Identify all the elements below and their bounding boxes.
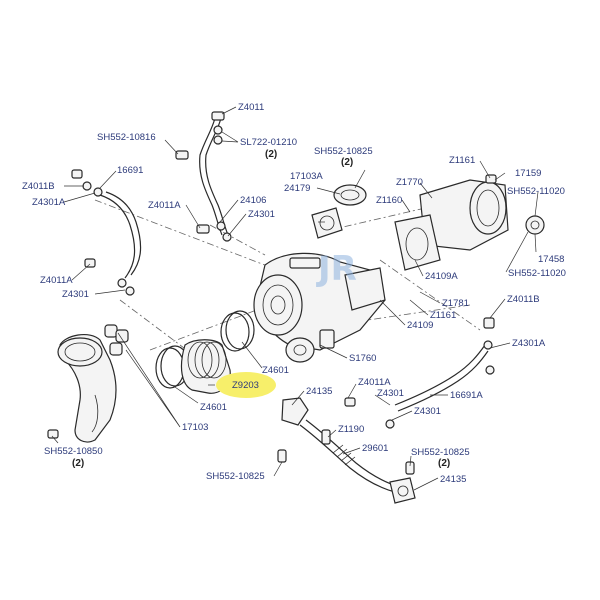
hose-and-clamps: [155, 310, 255, 394]
assembly-centerlines: [94, 199, 481, 361]
watermark-logo: JR: [316, 249, 357, 289]
label-z4301-low-a: Z4301: [377, 388, 404, 399]
label-17103: 17103: [182, 422, 208, 433]
lower-pipe-29601: [277, 397, 416, 504]
label-24135-a: 24135: [306, 386, 332, 397]
part-labels: Z4011 SH552-10816 SL722-01210 (2) SH552-…: [22, 102, 566, 485]
label-z1160: Z1160: [376, 195, 402, 206]
label-z4301-left: Z4301: [62, 289, 89, 300]
label-z4011a-mid: Z4011A: [148, 200, 181, 211]
label-z4011b-right: Z4011B: [507, 294, 540, 305]
label-24179: 24179: [284, 183, 310, 194]
label-z1190: Z1190: [338, 424, 364, 435]
label-24135-b: 24135: [440, 474, 466, 485]
label-z4601-a: Z4601: [262, 365, 289, 376]
label-sh552-11020-a: SH552-11020: [507, 186, 565, 197]
label-16691a: 16691A: [450, 390, 483, 401]
label-s1760: S1760: [349, 353, 376, 364]
label-sh552-10816: SH552-10816: [97, 132, 156, 143]
label-sh552-10825-c: SH552-10825: [206, 471, 265, 482]
label-17103a: 17103A: [290, 171, 323, 182]
label-z1161-top: Z1161: [449, 155, 475, 166]
label-z4301-low-b: Z4301: [414, 406, 441, 417]
label-z4301a-left: Z4301A: [32, 197, 66, 208]
label-sh552-10825-b: SH552-10825: [411, 447, 470, 458]
label-sh552-10825-a-qty: (2): [341, 157, 353, 168]
label-17458: 17458: [538, 254, 564, 265]
leader-lines: [51, 106, 539, 491]
highlight-marker: [216, 372, 276, 398]
label-z4011a-low: Z4011A: [358, 377, 391, 388]
label-24109: 24109: [407, 320, 433, 331]
label-z4601-b: Z4601: [200, 402, 227, 413]
oil-line-16691a: [344, 317, 495, 429]
label-z4011-top: Z4011: [238, 102, 264, 113]
label-sl722-qty: (2): [265, 149, 277, 160]
label-sh552-10850-qty: (2): [72, 458, 84, 469]
label-z4011a-left: Z4011A: [40, 275, 73, 286]
label-z1770: Z1770: [396, 177, 423, 188]
label-sh552-10825-a: SH552-10825: [314, 146, 373, 157]
label-sl722-01210: SL722-01210: [240, 137, 297, 148]
label-sh552-11020-b: SH552-11020: [508, 268, 566, 279]
flange-gaskets: [311, 184, 367, 239]
label-z4301-mid: Z4301: [248, 209, 275, 220]
label-24109a: 24109A: [425, 271, 458, 282]
label-z4301a-right: Z4301A: [512, 338, 546, 349]
oil-feed-line: [175, 111, 232, 242]
label-17159: 17159: [515, 168, 541, 179]
label-29601: 29601: [362, 443, 388, 454]
turbocharger-body: [253, 252, 386, 363]
label-sh552-10825-b-qty: (2): [438, 458, 450, 469]
intake-elbow-17103: [47, 324, 129, 443]
label-z4011b-left: Z4011B: [22, 181, 55, 192]
label-z9203: Z9203: [232, 380, 259, 391]
label-24106: 24106: [240, 195, 266, 206]
label-z1781: Z1781: [442, 298, 469, 309]
oil-return-line-16691: [71, 169, 142, 296]
label-sh552-10850: SH552-10850: [44, 446, 103, 457]
turbine-outlet-elbow: [394, 174, 545, 271]
label-z1161-mid: Z1161: [430, 310, 456, 321]
label-16691: 16691: [117, 165, 143, 176]
